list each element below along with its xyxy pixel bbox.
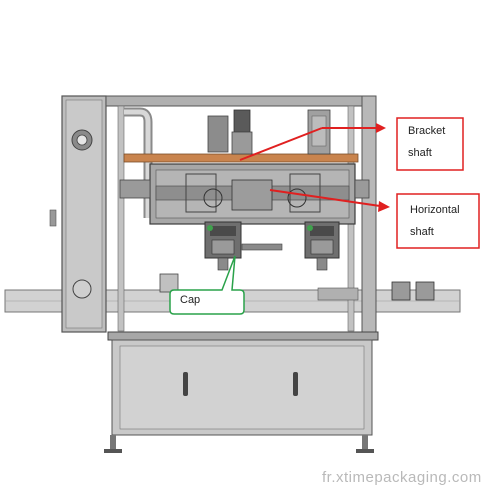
brown-beam — [123, 153, 359, 163]
bracket-shaft-line1: Bracket — [408, 125, 446, 137]
shaft-housing — [119, 163, 370, 225]
cap-label: Cap — [180, 294, 201, 306]
bracket-shaft-callout — [239, 117, 464, 171]
cap-chute — [241, 243, 283, 251]
pipe — [124, 107, 153, 218]
capping-head-right — [304, 221, 340, 271]
capping-head-left — [204, 221, 242, 271]
bottle-left — [159, 273, 179, 293]
watermark: fr.xtimepackaging.com — [322, 469, 482, 486]
motor-right — [307, 109, 331, 155]
cabinet — [107, 331, 379, 436]
horizontal-shaft-line1: Horizontal — [410, 204, 460, 216]
conveyor-guides-right — [317, 281, 435, 301]
left-column — [49, 95, 107, 333]
motor-left — [207, 109, 253, 155]
horizontal-shaft-line2: shaft — [410, 226, 434, 238]
bracket-shaft-line2: shaft — [408, 147, 432, 159]
horizontal-shaft-label: Horizontal shaft — [410, 199, 480, 243]
bracket-shaft-label: Bracket shaft — [408, 120, 464, 164]
cap-callout — [169, 255, 245, 315]
feet — [104, 435, 374, 453]
horizontal-shaft-callout — [269, 189, 480, 249]
